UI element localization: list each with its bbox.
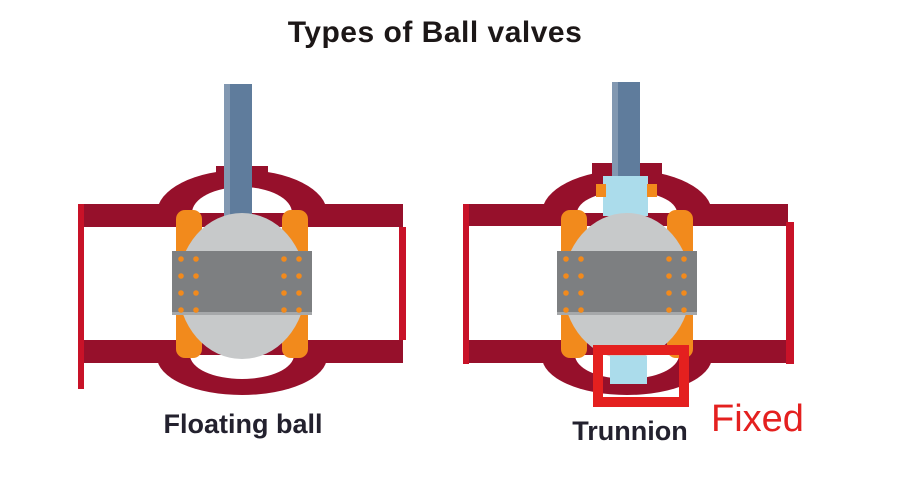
floating-ball-valve-diagram (78, 84, 406, 395)
seat-bolt-dot (296, 324, 302, 330)
seat-bolt-dot (281, 273, 287, 279)
seat-bolt-dot (681, 256, 687, 262)
seat-bolt-dot (281, 256, 287, 262)
pipe-flange-left (78, 204, 84, 389)
ball-bore-band-edge (557, 312, 697, 315)
seat-bolt-dot (563, 273, 569, 279)
pipe-flange-right (786, 222, 794, 364)
seat-bolt-dot (578, 273, 584, 279)
trunnion-bottom (610, 356, 647, 384)
annotation-fixed: Fixed (711, 398, 804, 440)
stem-highlight (612, 82, 618, 180)
valve-label-floating: Floating ball (163, 409, 323, 439)
body-cavity-bottom (190, 355, 294, 379)
valve-label-trunnion: Trunnion (572, 416, 688, 446)
seat-bolt-dot (666, 307, 672, 313)
seat-bolt-dot (281, 290, 287, 296)
seat-bolt-dot (578, 290, 584, 296)
seat-bolt-dot (666, 273, 672, 279)
seat-bolt-dot (578, 307, 584, 313)
trunnion-valve-diagram (463, 82, 794, 407)
seat-bolt-dot (681, 307, 687, 313)
seat-bolt-dot (681, 273, 687, 279)
seat-bolt-dot (178, 290, 184, 296)
seat-bolt-dot (578, 256, 584, 262)
seat-bolt-dot (178, 219, 184, 225)
trunnion-bearing-right (647, 184, 657, 197)
trunnion-highlight-box (593, 345, 689, 407)
valve-stem (224, 84, 252, 216)
seat-bolt-dot (563, 346, 569, 352)
seat-bolt-dot (296, 256, 302, 262)
seat-bolt-dot (178, 324, 184, 330)
valve-stem (612, 82, 640, 180)
seat-bolt-dot (193, 256, 199, 262)
pipe-flange-right (399, 227, 406, 340)
seat-bolt-dot (296, 346, 302, 352)
seat-bolt-dot (563, 240, 569, 246)
seat-bolt-dot (681, 324, 687, 330)
pipe-flange-left (463, 204, 469, 364)
trunnion-top (603, 176, 648, 216)
seat-bolt-dot (681, 290, 687, 296)
seat-bolt-dot (178, 346, 184, 352)
trunnion-bearing-left (596, 184, 606, 197)
seat-bolt-dot (178, 307, 184, 313)
seat-bolt-dot (681, 240, 687, 246)
ball-bore-band (557, 251, 697, 315)
seat-bolt-dot (296, 290, 302, 296)
seat-bolt-dot (563, 324, 569, 330)
seat-bolt-dot (281, 307, 287, 313)
seat-bolt-dot (178, 273, 184, 279)
seat-bolt-dot (563, 256, 569, 262)
seat-bolt-dot (296, 273, 302, 279)
seat-bolt-dot (296, 307, 302, 313)
diagram-title: Types of Ball valves (287, 16, 583, 49)
seat-bolt-dot (296, 240, 302, 246)
ball-bore-band (172, 251, 312, 315)
seat-bolt-dot (563, 219, 569, 225)
seat-bolt-dot (193, 273, 199, 279)
seat-bolt-dot (296, 219, 302, 225)
ball-bore-band-edge (172, 312, 312, 315)
seat-bolt-dot (178, 240, 184, 246)
seat-bolt-dot (681, 219, 687, 225)
seat-bolt-dot (666, 256, 672, 262)
seat-bolt-dots (178, 219, 302, 352)
stem-highlight (224, 84, 230, 216)
seat-bolt-dot (563, 290, 569, 296)
seat-bolt-dot (193, 307, 199, 313)
seat-bolt-dot (178, 256, 184, 262)
seat-bolt-dot (563, 307, 569, 313)
seat-bolt-dot (193, 290, 199, 296)
seat-bolt-dot (666, 290, 672, 296)
